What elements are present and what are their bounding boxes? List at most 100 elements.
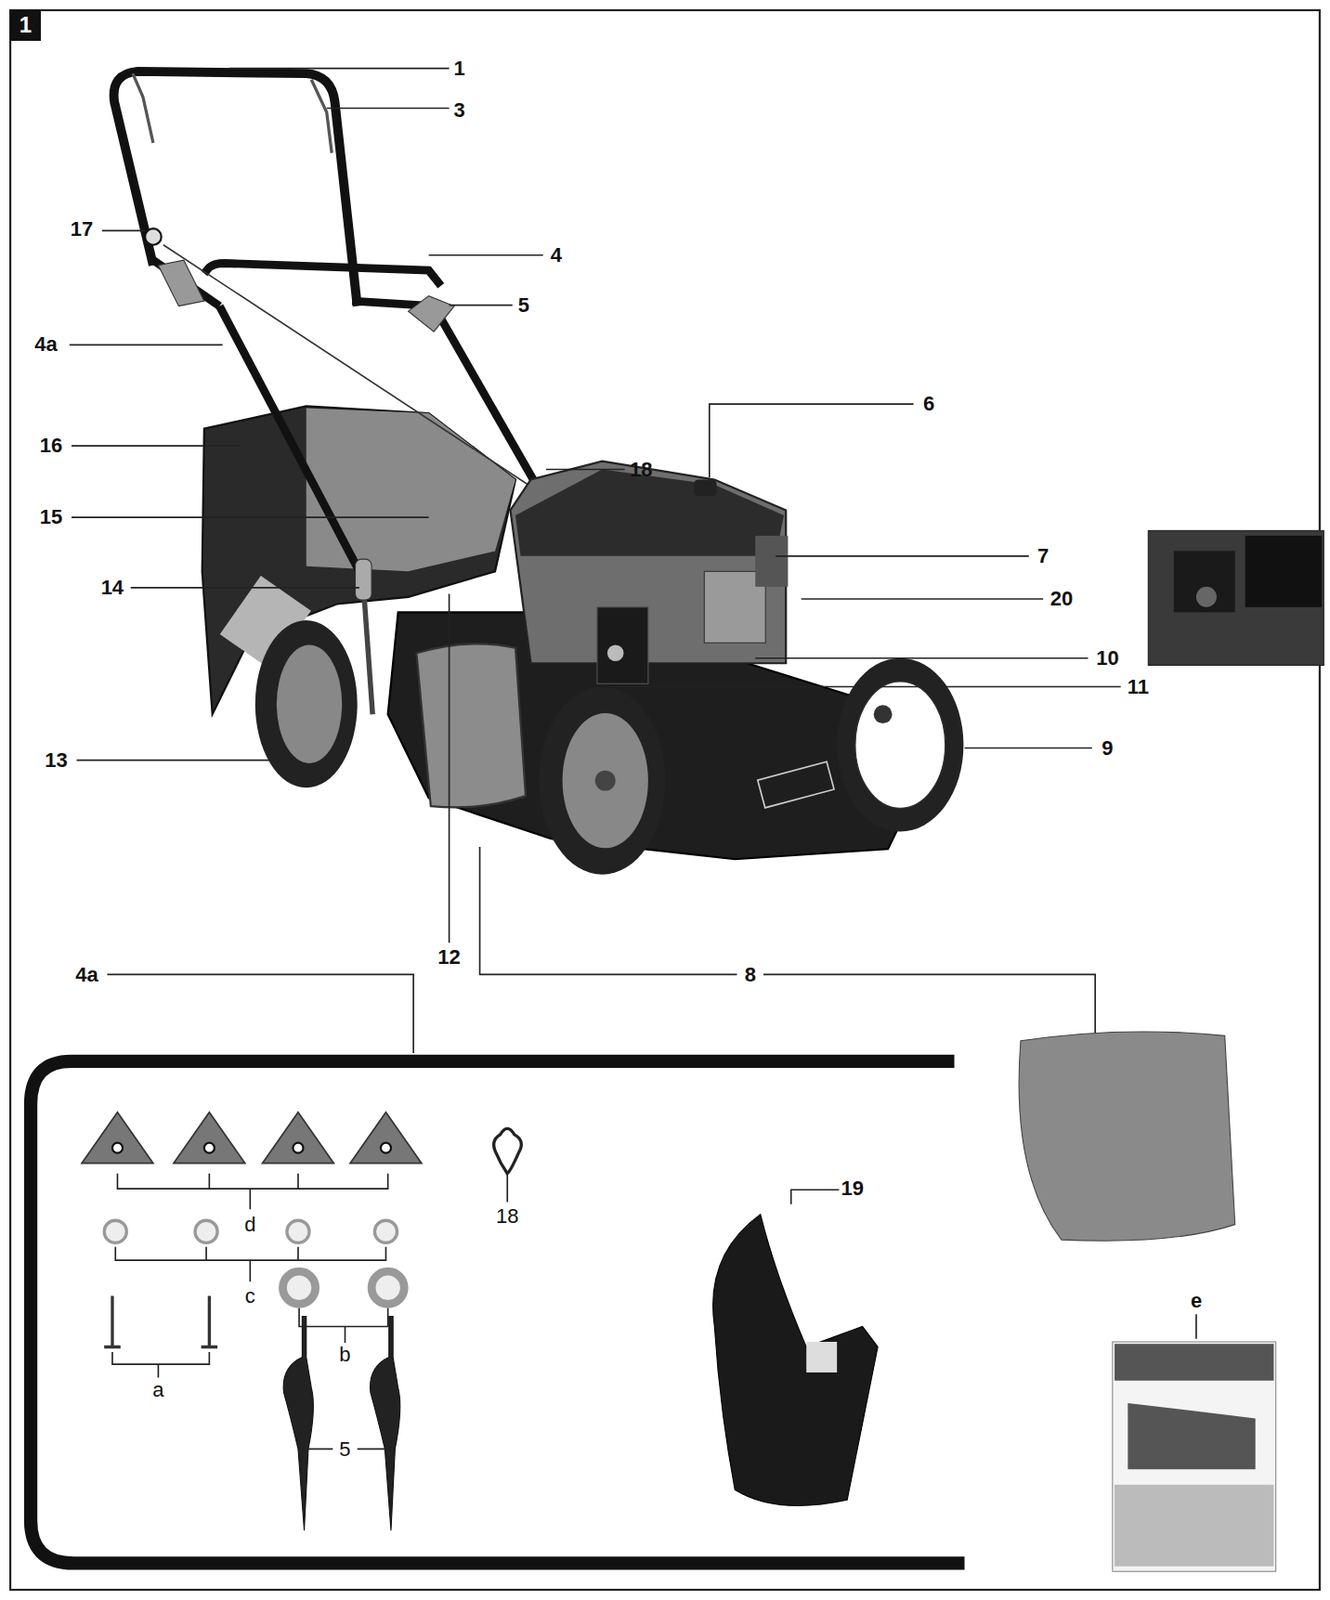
bracket-lines bbox=[112, 1173, 1197, 1450]
hole bbox=[292, 1143, 303, 1154]
bracket bbox=[117, 1173, 388, 1210]
lever-grip bbox=[354, 559, 372, 600]
bolt bbox=[201, 1296, 219, 1348]
star-knobs bbox=[81, 1112, 422, 1164]
leader-line bbox=[506, 1173, 509, 1203]
leader-line bbox=[546, 469, 626, 471]
inset-screw bbox=[1196, 586, 1217, 608]
front-wheel-right bbox=[836, 658, 964, 833]
callout-number: 18 bbox=[495, 1206, 519, 1227]
pin bbox=[370, 1316, 401, 1532]
tyre bbox=[255, 620, 358, 788]
callout-number: 5 bbox=[518, 295, 530, 316]
callout-number: 6 bbox=[923, 393, 935, 415]
hub bbox=[276, 644, 342, 763]
leader-line bbox=[801, 598, 1044, 600]
axle bbox=[595, 770, 616, 792]
hub bbox=[855, 681, 946, 809]
inset-part bbox=[1173, 550, 1236, 613]
inset-photo bbox=[1147, 530, 1324, 665]
leader-line bbox=[448, 594, 451, 944]
hole bbox=[204, 1143, 215, 1154]
leader-line bbox=[69, 344, 223, 347]
callout-number: 11 bbox=[1127, 677, 1149, 698]
leader-line bbox=[775, 555, 1030, 558]
callout-number: d bbox=[244, 1214, 256, 1236]
callout-number: 18 bbox=[629, 459, 652, 481]
upper-handle bbox=[114, 71, 358, 307]
callout-number: 20 bbox=[1050, 588, 1073, 610]
mulch-insert bbox=[713, 1214, 879, 1507]
leader-line bbox=[326, 107, 450, 110]
tyre bbox=[836, 658, 964, 833]
leader-line bbox=[480, 847, 1096, 1077]
manual-list bbox=[1114, 1485, 1274, 1567]
pin bbox=[283, 1316, 313, 1532]
fuel-cap bbox=[693, 479, 717, 496]
hole bbox=[380, 1143, 392, 1154]
bracket bbox=[115, 1247, 386, 1282]
callout-number: 10 bbox=[1095, 648, 1119, 669]
lower-handle bbox=[219, 306, 367, 587]
large-washer bbox=[282, 1271, 315, 1304]
callout-number: 16 bbox=[39, 435, 63, 457]
leader-line bbox=[429, 254, 544, 257]
callout-number: 15 bbox=[39, 507, 63, 528]
callout-number: 9 bbox=[1101, 738, 1113, 759]
leader-line bbox=[229, 67, 449, 70]
tyre bbox=[538, 687, 665, 875]
callout-number: 13 bbox=[44, 750, 67, 771]
muffler bbox=[597, 607, 649, 684]
engine-cover bbox=[515, 469, 784, 556]
leader-line bbox=[77, 759, 272, 762]
star-knob bbox=[350, 1112, 422, 1164]
callout-number: e bbox=[1190, 1290, 1202, 1312]
primer bbox=[607, 644, 625, 662]
quick-release-lever bbox=[408, 296, 455, 332]
figure-number: 1 bbox=[19, 12, 32, 39]
bracket bbox=[112, 1352, 209, 1378]
callout-number: c bbox=[245, 1286, 256, 1307]
carburetor bbox=[755, 535, 788, 587]
manual-header bbox=[1114, 1343, 1274, 1382]
lower-handle bbox=[433, 306, 547, 503]
manual bbox=[1112, 1342, 1277, 1572]
quick-release-lever bbox=[157, 260, 204, 306]
leader-line bbox=[71, 444, 240, 447]
frame bbox=[10, 10, 1320, 1591]
callout-number: b bbox=[339, 1344, 351, 1366]
bracket bbox=[299, 1308, 389, 1344]
figure-number-box: 1 bbox=[10, 10, 41, 41]
axle bbox=[873, 704, 893, 724]
inset-part bbox=[1245, 535, 1322, 608]
leader-line bbox=[612, 686, 1121, 689]
lower-handle-part bbox=[30, 1061, 965, 1565]
callout-number: 12 bbox=[437, 947, 460, 968]
front-wheel bbox=[538, 687, 665, 875]
washer bbox=[374, 1220, 397, 1243]
manual-photo bbox=[1127, 1403, 1255, 1470]
callout-number: 19 bbox=[840, 1178, 863, 1200]
callout-number: a bbox=[152, 1380, 164, 1401]
leader-line bbox=[130, 586, 360, 589]
washer bbox=[286, 1220, 310, 1243]
side-discharge-flap bbox=[416, 643, 526, 808]
cable-guide bbox=[144, 228, 162, 246]
safety-bar bbox=[132, 73, 332, 154]
callout-number: 8 bbox=[744, 964, 757, 986]
hole bbox=[112, 1143, 123, 1154]
bolts bbox=[104, 1296, 218, 1348]
insert-clip bbox=[806, 1342, 837, 1373]
knob-holes bbox=[112, 1143, 392, 1154]
callout-number: 1 bbox=[453, 58, 465, 79]
handle-joint bbox=[153, 260, 220, 306]
cable bbox=[163, 245, 536, 491]
callout-number: 7 bbox=[1037, 546, 1049, 567]
callout-number: 17 bbox=[70, 219, 93, 240]
washer bbox=[104, 1220, 127, 1243]
callout-number: 14 bbox=[101, 577, 124, 599]
star-knob bbox=[262, 1112, 335, 1164]
leader-line bbox=[791, 1189, 840, 1204]
